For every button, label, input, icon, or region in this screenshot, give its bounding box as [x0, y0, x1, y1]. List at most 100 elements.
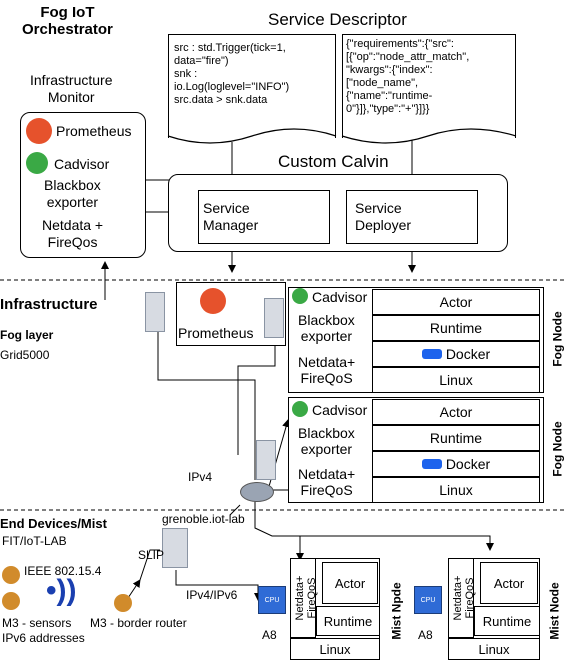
fog-node-label: Fog Node: [550, 311, 564, 367]
blackbox-line2: exporter: [46, 194, 99, 210]
wireless-icon: •)): [46, 574, 77, 607]
infra-monitor-title-line1: Infrastructure: [30, 72, 113, 88]
deployer-line1: Service: [355, 200, 402, 216]
slip-label: SLIP: [138, 548, 165, 562]
code-line: {"requirements":{"src":: [346, 38, 454, 50]
infrastructure-title: Infrastructure: [0, 296, 98, 313]
mist-node-label: Mist Node: [547, 582, 562, 640]
mist-netdata-text: Netdata+ FireQoS: [452, 568, 476, 628]
docker-icon: [421, 349, 442, 359]
descriptor-left-doc: [168, 34, 336, 138]
mist-netdata: [290, 558, 316, 638]
service-manager-box: Service Manager: [198, 190, 330, 244]
fog-runtime: Runtime: [372, 425, 540, 451]
mist-netdata: [448, 558, 474, 638]
manager-line1: Service: [203, 200, 250, 216]
netdata-line: Netdata+: [452, 575, 464, 621]
a8-label: A8: [418, 628, 433, 642]
descriptor-left-code: src : std.Trigger(tick=1, data="fire") s…: [174, 42, 289, 107]
fog-actor: Actor: [372, 289, 540, 315]
orchestrator-title-line1: Fog IoT: [40, 4, 95, 21]
blackbox-line1: Blackbox: [44, 177, 101, 193]
fog-runtime: Runtime: [372, 315, 540, 341]
prometheus-icon: [200, 288, 226, 314]
cpu-icon: CPU: [258, 586, 286, 614]
mist-netdata-text: Netdata+ FireQoS: [294, 568, 318, 628]
ieee-label: IEEE 802.15.4: [24, 564, 102, 578]
code-line: [{"op":"node_attr_match",: [346, 51, 470, 63]
end-devices-title: End Devices/Mist: [0, 516, 107, 531]
code-line: src : std.Trigger(tick=1,: [174, 42, 286, 54]
cpu-text: CPU: [264, 596, 280, 604]
orchestrator-title-line2: Orchestrator: [22, 21, 113, 38]
m3-sensors-label: M3 - sensors IPv6 addresses: [2, 616, 85, 646]
mist-linux: Linux: [290, 638, 380, 660]
docker-label: Docker: [445, 346, 491, 362]
fog-docker: Docker: [372, 341, 540, 367]
monitor-cadvisor-label: Cadvisor: [54, 156, 110, 172]
docker-icon: [421, 459, 442, 469]
fog-blackbox-label: Blackbox exporter: [298, 425, 355, 457]
fog-blackbox-label: Blackbox exporter: [298, 312, 355, 344]
sensor-icon: [2, 592, 20, 610]
blackbox-line2: exporter: [300, 328, 353, 344]
fog-node-label: Fog Node: [550, 421, 564, 477]
cpu-text: CPU: [420, 596, 436, 604]
fog-netdata-label: Netdata+ FireQoS: [298, 354, 355, 386]
monitor-netdata-label: Netdata + FireQos: [42, 217, 103, 251]
server-icon: [145, 292, 165, 332]
sensor-icon: [114, 594, 132, 612]
fog-cadvisor-label: Cadvisor: [312, 402, 368, 418]
fog-cadvisor-label: Cadvisor: [312, 289, 368, 305]
code-line: data="fire"): [174, 55, 229, 67]
netdata-line2: FireQos: [47, 234, 98, 250]
code-line: io.Log(loglevel="INFO"): [174, 81, 290, 93]
mist-actor: Actor: [480, 562, 538, 604]
netdata-line2: FireQoS: [300, 370, 353, 386]
code-line: snk :: [174, 68, 198, 80]
docker-label: Docker: [445, 456, 491, 472]
m3-line1: M3 - sensors: [2, 616, 72, 630]
mist-node-label: Mist Npde: [389, 582, 404, 640]
server-icon: [264, 298, 284, 338]
infra-prometheus-label: Prometheus: [178, 325, 254, 341]
cadvisor-icon: [292, 288, 308, 304]
fog-docker: Docker: [372, 451, 540, 477]
blackbox-line1: Blackbox: [298, 425, 355, 441]
blackbox-line2: exporter: [300, 441, 353, 457]
blackbox-line1: Blackbox: [298, 312, 355, 328]
sensor-icon: [2, 566, 20, 584]
fog-linux: Linux: [372, 477, 540, 503]
infra-monitor-title-line2: Monitor: [47, 89, 95, 105]
netdata-line2: FireQoS: [300, 482, 353, 498]
code-line: "kwargs":{"index":: [346, 64, 433, 76]
service-deployer-box: Service Deployer: [346, 190, 478, 244]
orchestrator-title: Fog IoT Orchestrator: [22, 4, 113, 38]
fog-linux: Linux: [372, 367, 540, 393]
server-icon: [256, 440, 276, 480]
cadvisor-icon: [26, 152, 48, 174]
ipv4-label: IPv4: [188, 470, 213, 484]
netdata-line: Netdata+: [294, 575, 306, 621]
manager-line2: Manager: [203, 217, 259, 233]
router-icon: [240, 482, 274, 502]
border-router-label: M3 - border router: [90, 616, 187, 630]
service-descriptor-title: Service Descriptor: [268, 10, 407, 29]
cadvisor-icon: [292, 401, 308, 417]
descriptor-wavy-bottom: [167, 128, 517, 144]
prometheus-icon: [26, 118, 52, 144]
code-line: {"name":"runtime-: [346, 90, 433, 102]
code-line: src.data > snk.data: [174, 94, 268, 106]
infra-monitor-title: Infrastructure Monitor: [30, 72, 112, 106]
netdata-line1: Netdata+: [298, 354, 356, 370]
deployer-line2: Deployer: [355, 217, 412, 233]
grenoble-label: grenoble.iot-lab: [162, 512, 245, 526]
calvin-title: Custom Calvin: [278, 152, 389, 171]
ipv4-ipv6-label: IPv4/IPv6: [186, 588, 238, 602]
cpu-icon: CPU: [414, 586, 442, 614]
mist-linux: Linux: [448, 638, 540, 660]
fog-actor: Actor: [372, 399, 540, 425]
descriptor-right-doc: [342, 34, 516, 138]
code-line: ["node_name",: [346, 77, 419, 89]
descriptor-right-code: {"requirements":{"src": [{"op":"node_att…: [346, 38, 469, 116]
